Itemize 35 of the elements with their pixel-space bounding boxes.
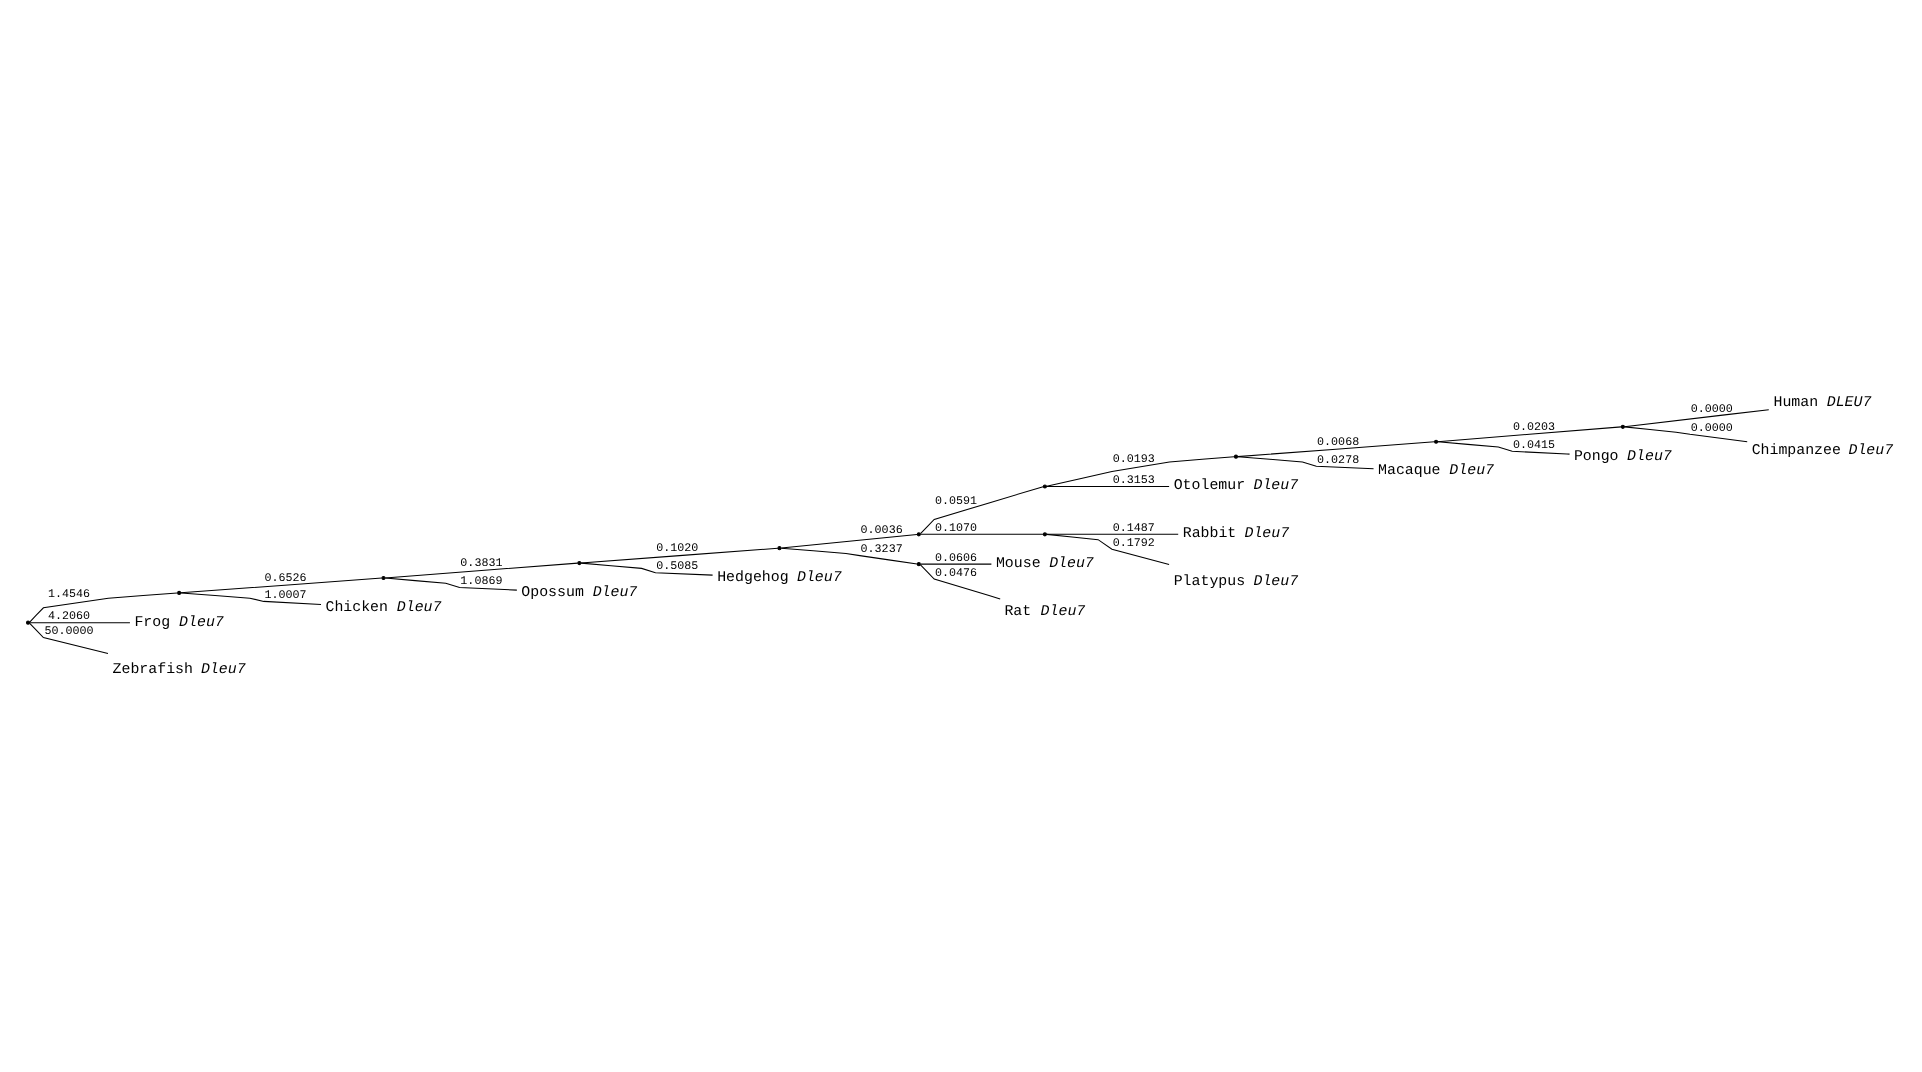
node-point <box>915 531 920 536</box>
connector <box>919 562 991 564</box>
connector <box>1045 455 1234 486</box>
node-point <box>1041 483 1046 488</box>
connector <box>28 621 130 623</box>
connector <box>383 561 578 578</box>
node-point <box>380 574 385 580</box>
connector <box>779 532 917 548</box>
connector <box>779 546 917 564</box>
connector <box>579 561 713 575</box>
connector <box>1236 455 1374 469</box>
node-point <box>915 561 920 566</box>
node-point <box>1232 453 1237 458</box>
connector <box>919 563 1000 599</box>
connector <box>919 485 1043 534</box>
node-point <box>1619 423 1624 428</box>
connector <box>1623 425 1747 442</box>
node-point <box>776 545 781 550</box>
node-point <box>176 589 181 594</box>
node-point <box>1041 531 1046 536</box>
node-point <box>25 619 30 624</box>
connector <box>28 621 108 653</box>
connector <box>1436 440 1570 454</box>
connector <box>383 576 517 590</box>
connector <box>179 576 382 593</box>
connector <box>919 532 1043 534</box>
node-point <box>1433 438 1438 443</box>
connector <box>1436 425 1621 442</box>
connector <box>1044 484 1169 486</box>
connector <box>579 546 778 563</box>
connector <box>179 591 321 604</box>
node-point <box>576 560 581 565</box>
connector <box>28 591 177 622</box>
connector <box>1045 532 1169 565</box>
connector <box>1622 408 1769 427</box>
